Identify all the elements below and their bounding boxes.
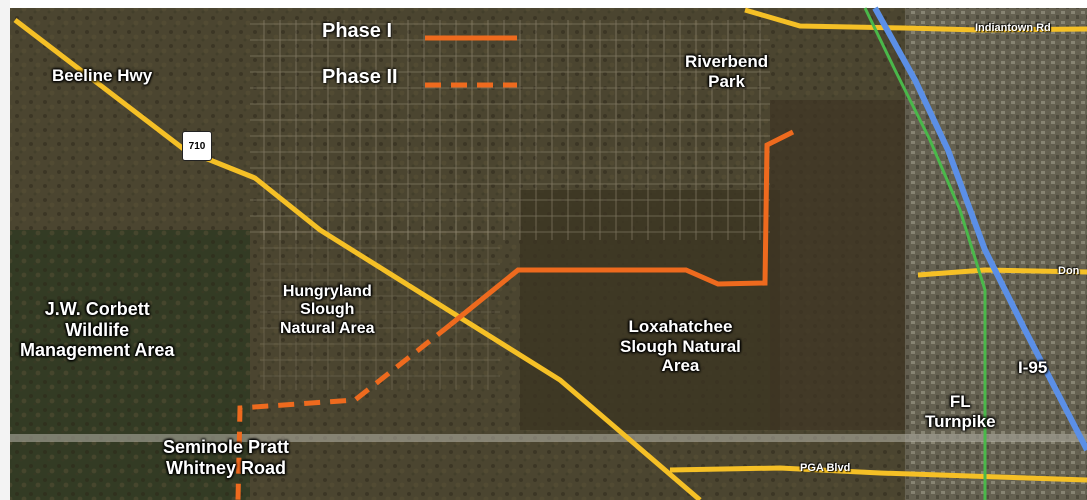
residential-grid — [250, 20, 770, 240]
route-710-shield-icon: 710 — [182, 131, 212, 161]
turnpike-road — [863, 7, 987, 500]
legend-phase-1-label: Phase I — [322, 20, 393, 42]
indiantown-rd-label: Indiantown Rd — [975, 22, 1051, 34]
donald-ross-road — [917, 267, 1087, 278]
donald-ross-label: Don — [1058, 265, 1080, 277]
urban-area — [905, 8, 1087, 500]
pga-blvd-label: PGA Blvd — [800, 462, 851, 474]
legend-phase-2-label: Phase II — [322, 66, 398, 88]
indiantown-rd-road — [744, 7, 1087, 33]
phase-2-route — [235, 323, 452, 500]
i95-road — [872, 6, 1087, 452]
beeline-hwy-label: Beeline Hwy — [52, 66, 153, 85]
i95-label: I-95 — [1018, 358, 1048, 377]
canal-strip — [10, 434, 1087, 442]
phase-1-route — [448, 129, 795, 327]
